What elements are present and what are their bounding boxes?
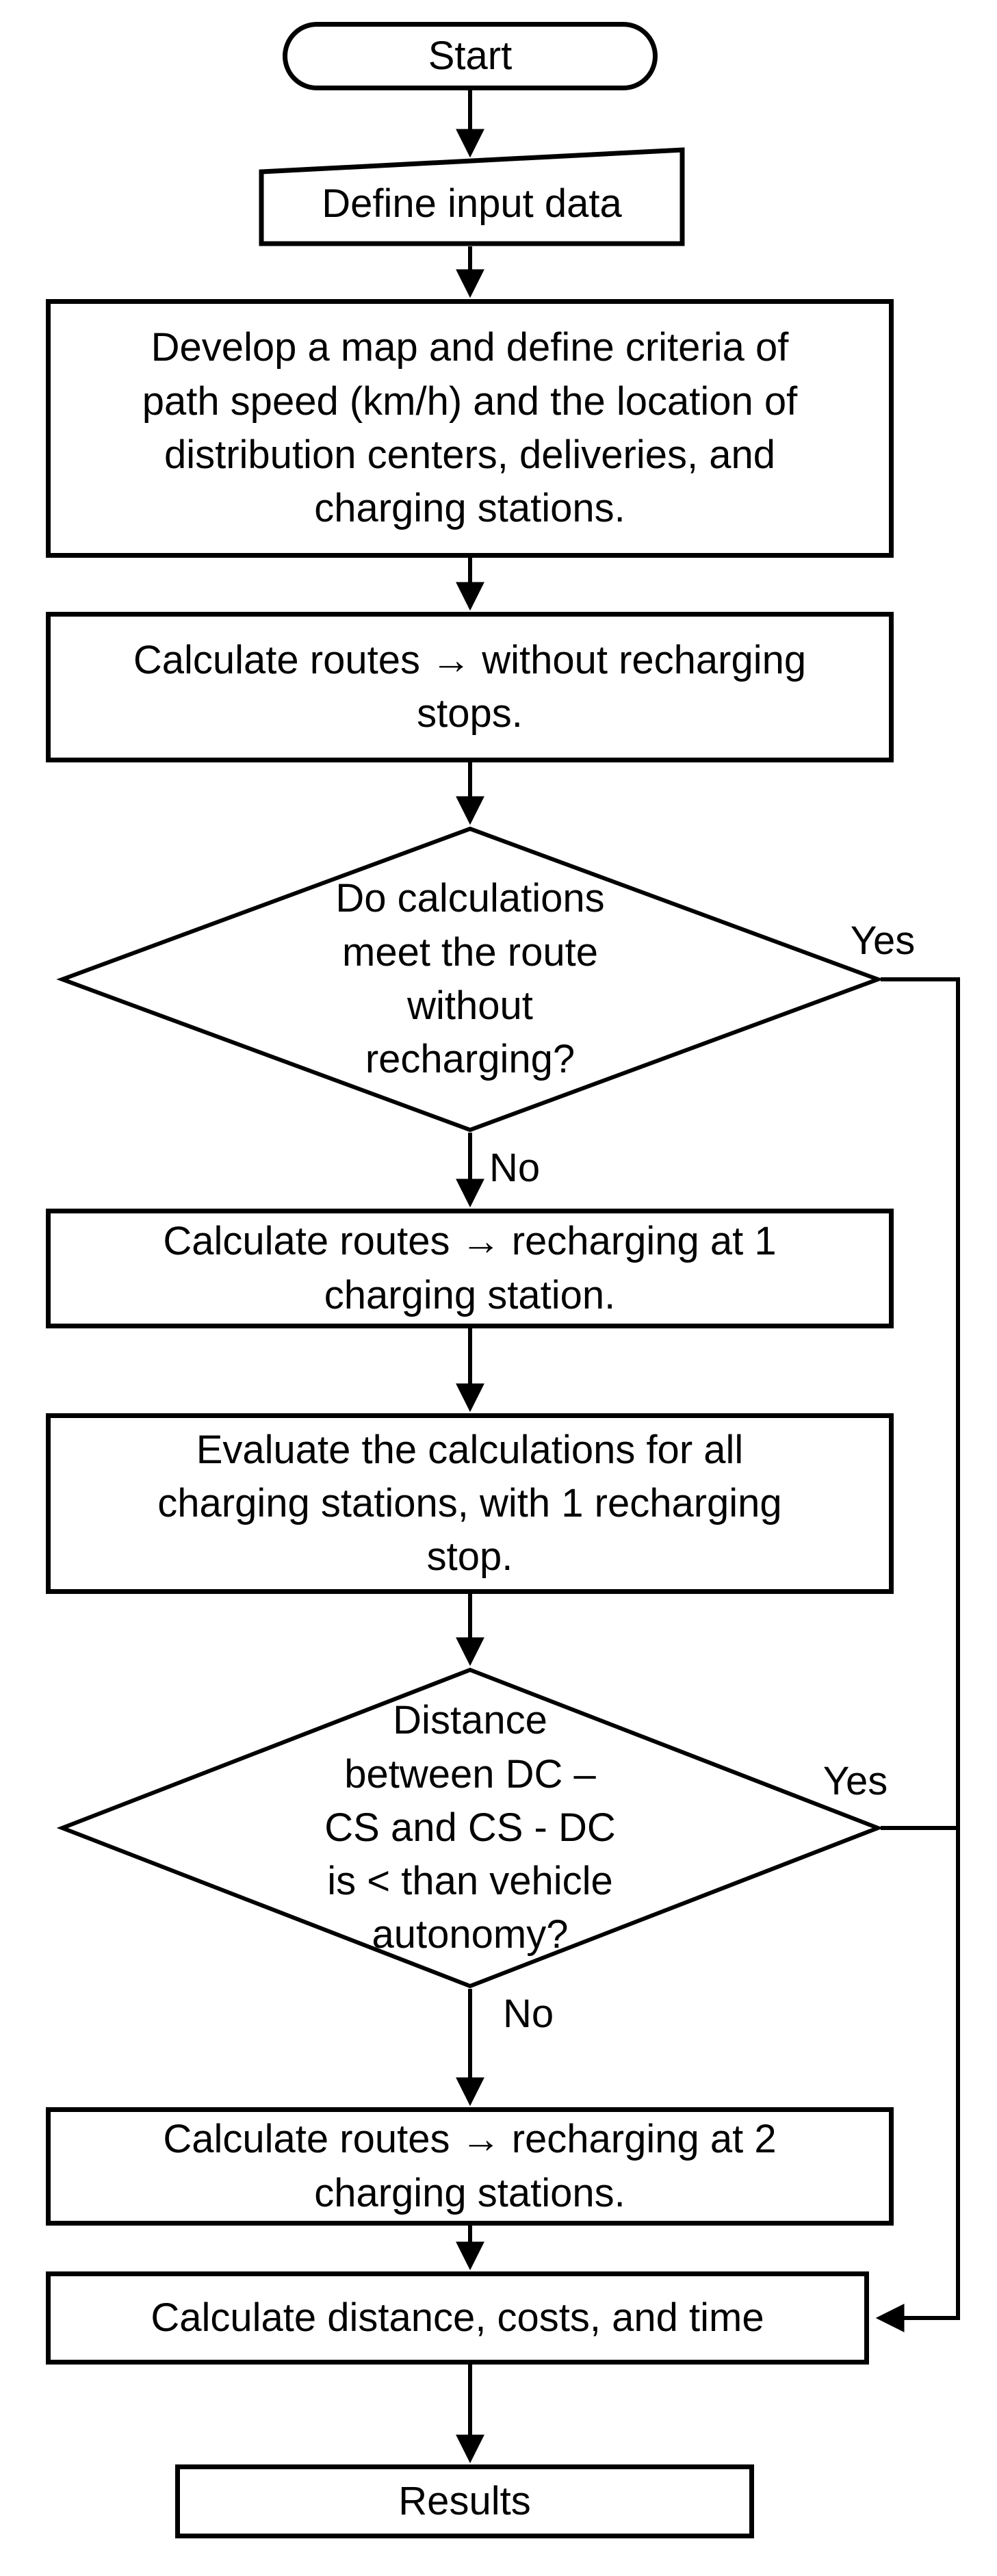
- results-shape: [175, 2464, 754, 2538]
- calc-two-stations-label: Calculate routes → recharging at 2 charg…: [163, 2117, 777, 2215]
- evaluate-all-shape: [46, 1413, 894, 1594]
- node-start: Start: [283, 22, 658, 90]
- calc-two-stations-shape: [46, 2107, 894, 2226]
- node-calc-distance-costs: Calculate distance, costs, and time: [46, 2271, 869, 2365]
- results-label: Results: [398, 2478, 531, 2523]
- node-develop-map: Develop a map and define criteria of pat…: [46, 299, 894, 558]
- calc-one-station-shape: [46, 1209, 894, 1328]
- define-input-label: Define input data: [322, 181, 622, 227]
- node-calc-two-stations: Calculate routes → recharging at 2 charg…: [46, 2107, 894, 2226]
- develop-map-shape: [46, 299, 894, 558]
- decision1-label: Do calculations meet the route without r…: [335, 876, 605, 1082]
- calc-no-recharge-label: Calculate routes → without recharging st…: [133, 637, 807, 736]
- calc-no-recharge-shape: [46, 612, 894, 762]
- develop-map-label: Develop a map and define criteria of pat…: [142, 325, 798, 531]
- edge-decision1-yes-rail: [875, 977, 960, 2332]
- decision1-yes-label: Yes: [850, 918, 916, 963]
- start-label: Start: [428, 33, 513, 78]
- decision2-diamond-shape: [56, 1667, 884, 1989]
- node-decision-distance: Distance between DC – CS and CS - DC is …: [56, 1667, 884, 1989]
- node-results: Results: [175, 2464, 754, 2538]
- manual-input-shape: [259, 147, 685, 246]
- start-terminator-shape: [283, 22, 658, 90]
- calc-distance-costs-label: Calculate distance, costs, and time: [151, 2295, 764, 2340]
- node-define-input: Define input data: [259, 147, 685, 246]
- decision2-label: Distance between DC – CS and CS - DC is …: [324, 1698, 616, 1957]
- decision1-no-label: No: [489, 1146, 541, 1190]
- evaluate-all-label: Evaluate the calculations for all chargi…: [157, 1427, 782, 1580]
- calc-one-station-label: Calculate routes → recharging at 1 charg…: [163, 1219, 777, 1317]
- node-evaluate-all: Evaluate the calculations for all chargi…: [46, 1413, 894, 1594]
- node-decision-no-recharge: Do calculations meet the route without r…: [56, 826, 884, 1133]
- decision2-no-label: No: [503, 1992, 554, 2036]
- calc-distance-costs-shape: [46, 2271, 869, 2365]
- decision1-diamond-shape: [56, 826, 884, 1133]
- node-calc-one-station: Calculate routes → recharging at 1 charg…: [46, 1209, 894, 1328]
- decision2-yes-label: Yes: [823, 1759, 888, 1803]
- node-calc-no-recharge: Calculate routes → without recharging st…: [46, 612, 894, 762]
